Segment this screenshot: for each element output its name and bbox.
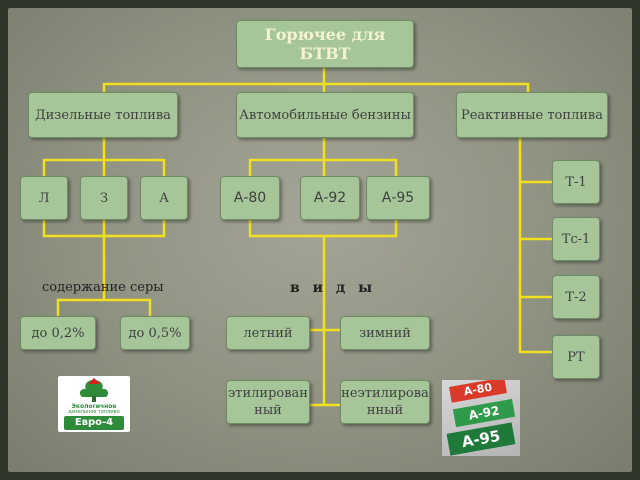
category-gasoline-label: Автомобильные бензины (239, 107, 411, 123)
jet-grade-label: Т-1 (565, 174, 587, 190)
type-unleaded: неэтилированный (340, 380, 430, 424)
types-caption: в и д ы (290, 280, 377, 296)
category-jet: Реактивные топлива (456, 92, 608, 138)
jet-grade-ts1: Тс-1 (552, 217, 600, 261)
connector-gasoline (248, 136, 398, 178)
sulfur-level-label: до 0,5% (128, 325, 182, 341)
category-jet-label: Реактивные топлива (460, 107, 603, 123)
root-node: Горючее для БТВТ (236, 20, 414, 68)
type-leaded: этилированный (226, 380, 310, 424)
fuel-grade-photo: A-80 A-92 A-95 (442, 380, 520, 456)
type-leaded-label: этилированный (228, 386, 308, 418)
type-summer: летний (226, 316, 310, 350)
euro4-logo: Экологичное дизельное топливо Евро-4 (58, 376, 130, 432)
euro4-logo-line1: Экологичное (71, 403, 117, 410)
connector-gasoline-types (248, 218, 398, 407)
jet-grade-label: Т-2 (565, 289, 587, 305)
gasoline-grade-a95: А-95 (366, 176, 430, 220)
euro4-badge: Евро-4 (64, 416, 124, 430)
jet-grade-t1: Т-1 (552, 160, 600, 204)
connector-root (102, 66, 530, 94)
type-winter-label: зимний (359, 325, 411, 341)
sulfur-level-label: до 0,2% (31, 325, 85, 341)
gasoline-grade-a80: А-80 (220, 176, 280, 220)
type-summer-label: летний (243, 325, 293, 341)
connector-diesel (42, 136, 166, 178)
connector-diesel-sulfur (42, 218, 166, 318)
diesel-grade-label: А (159, 190, 169, 206)
jet-grade-label: РТ (567, 349, 585, 365)
fuel-label-a95: A-95 (446, 422, 516, 456)
gasoline-grade-label: А-80 (233, 189, 267, 206)
root-label: Горючее для БТВТ (264, 25, 386, 63)
jet-grade-label: Тс-1 (561, 231, 591, 247)
fuel-label-a80: A-80 (449, 380, 507, 403)
gasoline-grade-label: А-92 (313, 189, 347, 206)
sulfur-level-05: до 0,5% (120, 316, 190, 350)
category-diesel-label: Дизельные топлива (35, 107, 171, 123)
sulfur-caption: содержание серы (42, 280, 164, 295)
diesel-grade-Z: З (80, 176, 128, 220)
connector-jet (518, 136, 554, 354)
type-unleaded-label: неэтилированный (341, 386, 429, 418)
tree-icon (79, 378, 109, 402)
jet-grade-rt: РТ (552, 335, 600, 379)
category-gasoline: Автомобильные бензины (236, 92, 414, 138)
gasoline-grade-label: А-95 (381, 189, 415, 206)
diesel-grade-L: Л (20, 176, 68, 220)
diesel-grade-label: З (99, 190, 109, 206)
diesel-grade-A: А (140, 176, 188, 220)
sulfur-level-02: до 0,2% (20, 316, 96, 350)
jet-grade-t2: Т-2 (552, 275, 600, 319)
euro4-logo-line2: дизельное топливо (68, 409, 120, 415)
type-winter: зимний (340, 316, 430, 350)
diesel-grade-label: Л (38, 190, 50, 206)
category-diesel: Дизельные топлива (28, 92, 178, 138)
gasoline-grade-a92: А-92 (300, 176, 360, 220)
